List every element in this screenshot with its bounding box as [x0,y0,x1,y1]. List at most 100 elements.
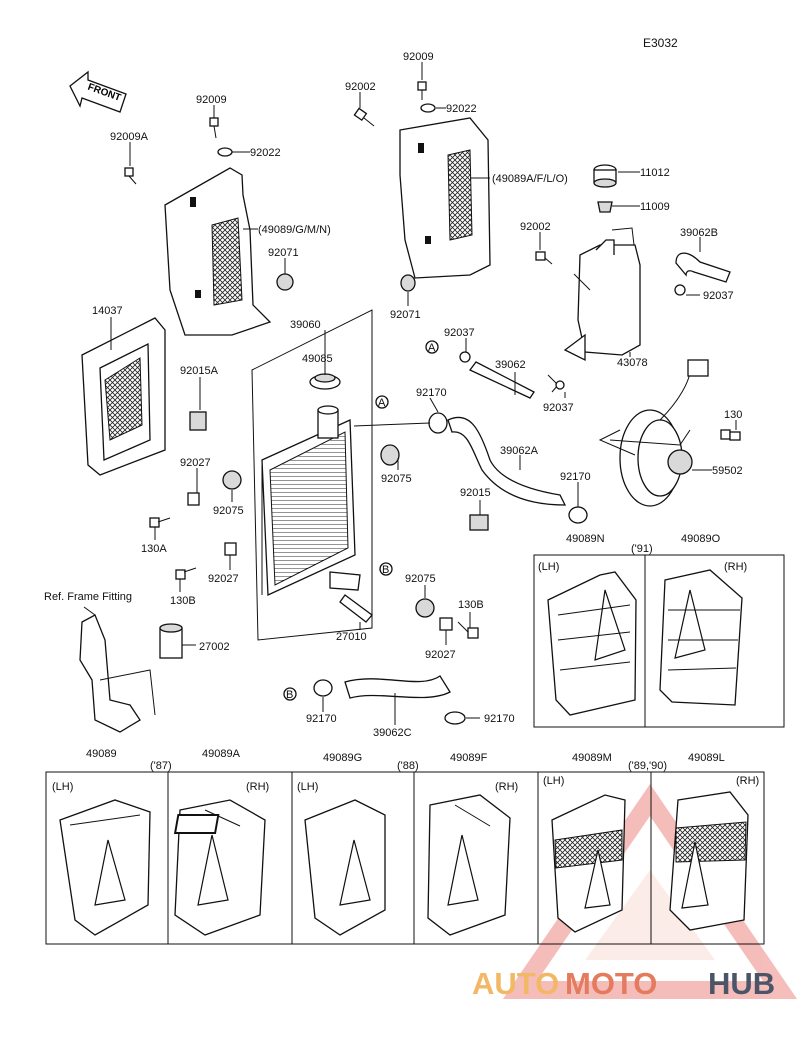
callout-92002-mid: 92002 [520,221,551,233]
bolt-130B-right [457,621,479,639]
radiator-cap-49085 [309,373,341,390]
diagram-code: E3032 [643,36,678,50]
cap-11009 [597,201,613,213]
collar-92027-low [439,617,453,631]
marker-b-left: B [283,687,297,701]
cap-11012 [593,164,617,188]
callout-27002: 27002 [199,641,230,653]
clamp-92015 [469,514,489,531]
callout-14037: 14037 [92,305,123,317]
callout-92071-left: 92071 [268,247,299,259]
bolt-92002-top [353,107,375,127]
panel8990-right-no: 49089L [688,752,725,764]
bolt-92002-mid [535,251,553,265]
panel-group-88: 49089G 49089F ('88) (LH) (RH) [173,752,539,945]
callout-39062C: 39062C [373,727,412,739]
callout-92009-top: 92009 [403,51,434,63]
grommet-92075-low [415,598,435,618]
callout-92037-low: 92037 [543,402,574,414]
callout-11012: 11012 [640,167,670,179]
leader-lines [83,62,737,725]
svg-text:AUTO: AUTO [472,966,559,1001]
cooling-fan-59502 [598,359,709,507]
callout-92009-left: 92009 [196,94,227,106]
clamp-92170-top [428,412,448,434]
bolt-130B [175,567,197,580]
panel91-left-no: 49089N [566,533,605,545]
frame-fitting [79,614,156,733]
panel87-rh: (RH) [246,781,269,793]
grommet-92075-mid [380,444,400,466]
grommet-92075-left [222,470,242,490]
callout-92015A: 92015A [180,365,219,377]
hose-39062A [447,416,567,506]
callout-92037-right: 92037 [703,290,734,302]
panel88-rh: (RH) [495,781,518,793]
clamp-92170-right [444,711,466,725]
panel8990-year: ('89,'90) [628,760,667,772]
svg-text:B: B [286,689,293,701]
cdi-27002 [159,623,183,659]
hose-39062B [675,252,731,283]
callout-130: 130 [724,409,742,421]
callout-labels: 92009 92002 92022 92009 92009A 92022 (49… [44,51,743,739]
collar-92027-mid [224,542,237,556]
panel-group-8990: 49089M 49089L ('89,'90) (LH) (RH) [537,752,765,945]
clip-92037-mid [459,351,471,363]
callout-130B-right: 130B [458,599,484,611]
callout-92027-left: 92027 [180,457,211,469]
clip-92037-right [674,284,686,296]
panel87-lh: (LH) [52,781,73,793]
panel91-lh: (LH) [538,561,559,573]
panel91-right-no: 49089O [681,533,721,545]
panel8990-rh: (RH) [736,775,759,787]
callout-92170-top: 92170 [416,387,447,399]
callout-27010: 27010 [336,631,367,643]
callout-39062B: 39062B [680,227,718,239]
sensor-27010 [339,594,373,623]
panel88-right-no: 49089F [450,752,488,764]
reservoir-tank-43078 [563,227,641,362]
callout-49089AFLO: (49089A/F/L/O) [492,173,568,185]
svg-text:HUB: HUB [708,966,775,1001]
svg-text:A: A [428,342,436,354]
panel87-year: ('87) [150,760,172,772]
panel8990-lh: (LH) [543,775,564,787]
bolt-130 [720,429,741,441]
ref-frame-label: Ref. Frame Fitting [44,591,132,603]
callout-59502: 59502 [712,465,743,477]
radiator-callout-box [251,309,373,641]
callout-49085: 49085 [302,353,333,365]
callout-11009: 11009 [640,201,670,213]
callout-49089GMN: (49089/G/M/N) [258,224,331,236]
clamp-92015A [189,411,207,431]
panel91-year: ('91) [631,543,653,555]
callout-92071-mid: 92071 [390,309,421,321]
panel-group-87: 49089 49089A ('87) (LH) (RH) [45,748,293,945]
panel8990-left-no: 49089M [572,752,612,764]
clamp-92170-mid [568,506,588,524]
grommet-92071-mid [400,274,416,292]
callout-130B: 130B [170,595,196,607]
grommet-92071-left [276,273,294,291]
callout-92015: 92015 [460,487,491,499]
callout-92075-left: 92075 [213,505,244,517]
callout-92009A: 92009A [110,131,149,143]
svg-text:B: B [382,564,389,576]
callout-92022-top: 92022 [446,103,477,115]
panel88-left-no: 49089G [323,752,362,764]
callout-92022-left: 92022 [250,147,281,159]
radiator-39060 [261,405,361,596]
bolt-92009A [124,167,137,185]
panel87-right-no: 49089A [202,748,241,760]
watermark-text: AUTO MOTO HUB [472,966,775,1001]
panel88-lh: (LH) [297,781,318,793]
callout-92075-mid: 92075 [381,473,412,485]
panel-group-91: 49089N 49089O ('91) (LH) (RH) [533,533,785,728]
callout-39062A: 39062A [500,445,539,457]
callout-92027-low: 92027 [425,649,456,661]
callout-92002-top: 92002 [345,81,376,93]
panel91-rh: (RH) [724,561,747,573]
callout-92075-low: 92075 [405,573,436,585]
